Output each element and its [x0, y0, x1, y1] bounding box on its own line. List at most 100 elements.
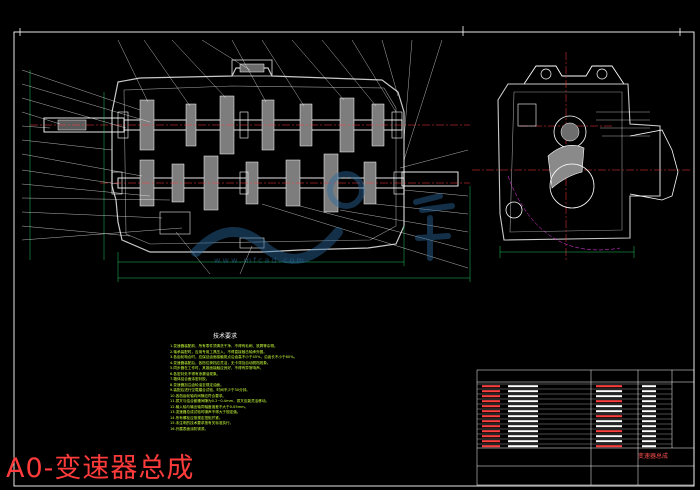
parts-code-mark [482, 410, 500, 413]
reverse-idler [159, 211, 191, 235]
parts-material-mark [642, 445, 656, 448]
parts-code-mark [482, 390, 500, 393]
side-view [472, 52, 690, 262]
housing-inner-wall [123, 85, 397, 245]
parts-list-text [482, 385, 656, 448]
parts-code-mark [482, 445, 500, 448]
parts-material-mark [642, 440, 656, 443]
parts-code-mark [482, 385, 500, 388]
parts-material-mark [642, 400, 656, 403]
parts-code-mark [482, 415, 500, 418]
side-dims [499, 246, 635, 258]
parts-name-mark-right [596, 395, 622, 398]
mesh-gear-section [547, 145, 585, 189]
tech-requirement-line: 8.变速器加注齿轮油至规定油面。 [170, 382, 224, 387]
lower-cover [239, 237, 265, 249]
parts-material-mark [642, 405, 656, 408]
parts-name-mark-right [596, 385, 622, 388]
parts-code-mark [482, 435, 500, 438]
shift-cover [231, 59, 273, 77]
tech-requirement-line: 9.装配后进行空载磨合试验，时间不少于30分钟。 [170, 388, 250, 392]
parts-code-mark [482, 440, 500, 443]
parts-name-mark [508, 440, 538, 443]
parts-material-mark [642, 420, 656, 423]
side-leaders [596, 111, 650, 137]
tech-requirement-line: 13.变速器总成试验时噪声不得大于规定值。 [170, 410, 241, 414]
parts-list-rows [477, 383, 672, 445]
parts-code-mark [482, 420, 500, 423]
parts-material-mark [642, 390, 656, 393]
parts-name-mark-right [596, 400, 622, 403]
parts-name-mark-right [596, 410, 622, 413]
title-block-name: 变速器总成 [638, 453, 669, 460]
parts-name-mark-right [596, 390, 622, 393]
side-casing [497, 83, 661, 241]
drawing-caption: A0-变速器总成 [6, 453, 195, 484]
top-flange [523, 65, 625, 85]
shift-cover-boss [239, 63, 265, 73]
parts-name-mark-right [596, 420, 622, 423]
tech-requirement-line: 10.各档齿轮轴向间隙应符合要求。 [170, 393, 227, 398]
parts-name-mark [508, 425, 538, 428]
drain-plug [505, 201, 523, 219]
leader-lines-top [117, 39, 443, 161]
parts-name-mark [508, 385, 538, 388]
parts-material-mark [642, 385, 656, 388]
corner-marks [19, 26, 681, 36]
tech-requirement-line: 11.拨叉与结合套槽间隙为0.2~0.4mm，拨叉应能灵活移动。 [170, 399, 270, 403]
extension-housing [629, 129, 679, 201]
tech-requirement-line: 12.输入轴与输出轴同轴度误差不大于0.05mm。 [170, 404, 249, 409]
parts-name-mark [508, 435, 538, 438]
drawing-border [13, 31, 695, 487]
side-casing-inner [509, 91, 623, 233]
parts-name-mark [508, 390, 538, 393]
parts-name-mark-right [596, 445, 622, 448]
tech-requirement-line: 7.箱体结合面涂密封胶。 [170, 377, 210, 381]
parts-material-mark [642, 425, 656, 428]
parts-name-mark-right [596, 430, 622, 433]
parts-name-mark [508, 445, 538, 448]
parts-name-mark [508, 400, 538, 403]
parts-name-mark-right [596, 435, 622, 438]
pitch-arc [507, 175, 621, 251]
tech-requirement-line: 6.各密封处不得有渗漏油现象。 [170, 371, 221, 376]
leader-lines-right [175, 149, 469, 275]
parts-code-mark [482, 425, 500, 428]
parts-code-mark [482, 395, 500, 398]
tech-requirement-line: 14.所有螺栓应按规定扭矩拧紧。 [170, 415, 223, 420]
parts-name-mark [508, 395, 538, 398]
parts-name-mark-right [596, 440, 622, 443]
output-shaft [401, 171, 459, 187]
watermark-logo [191, 171, 455, 264]
parts-material-mark [642, 430, 656, 433]
tech-requirement-line: 15.未注明的技术要求按有关标准执行。 [170, 421, 234, 425]
parts-material-mark [642, 435, 656, 438]
center-lines [30, 124, 470, 184]
parts-name-mark [508, 405, 538, 408]
parts-name-mark [508, 430, 538, 433]
main-section-view [21, 39, 471, 282]
parts-material-mark [642, 415, 656, 418]
parts-code-mark [482, 400, 500, 403]
parts-code-mark [482, 430, 500, 433]
parts-material-mark [642, 410, 656, 413]
tech-requirement-line: 1.变速器装配前，所有零件须清洗干净，不得有毛刺、铁屑等杂物。 [170, 344, 278, 348]
parts-name-mark-right [596, 405, 622, 408]
tech-requirement-line: 16.外露表面涂防锈漆。 [170, 426, 209, 431]
parts-material-mark [642, 395, 656, 398]
parts-name-mark [508, 410, 538, 413]
parts-code-mark [482, 405, 500, 408]
tech-requirement-line: 2.轴承装配时，应用专用工具压入，不得直接敲击轴承外圈。 [170, 349, 267, 354]
parts-name-mark [508, 420, 538, 423]
lower-gear [549, 163, 595, 209]
leader-lines-left [21, 69, 183, 241]
tech-requirements-list: 1.变速器装配前，所有零件须清洗干净，不得有毛刺、铁屑等杂物。2.轴承装配时，应… [170, 344, 405, 432]
watermark-text: www.mfcad.com [214, 256, 307, 265]
tech-requirements-title: 技术要求 [213, 333, 238, 340]
parts-name-mark [508, 415, 538, 418]
parts-name-mark-right [596, 425, 622, 428]
gearbox-housing [111, 67, 405, 253]
tech-requirement-line: 4.变速器装配后，各档位换档应灵活，无卡滞及自动脱档现象。 [170, 360, 271, 365]
left-boss [517, 103, 537, 127]
